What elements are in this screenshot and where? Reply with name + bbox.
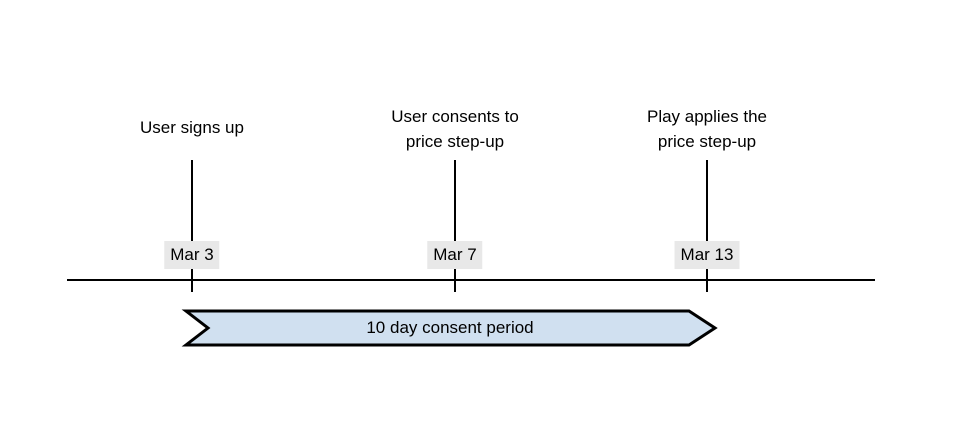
event-label-user-signs-up: User signs up [140,118,244,137]
date-chip-mar-7: Mar 7 [427,241,483,269]
event-label-user-consents-line2: price step-up [405,132,505,151]
event-label-play-applies-line1: Play applies the [646,107,768,126]
consent-period-band-label: 10 day consent period [366,318,534,337]
date-chip-mar-3: Mar 3 [164,241,220,269]
consent-period-band-shape [181,309,718,347]
event-label-play-applies-line2: price step-up [657,132,757,151]
date-chip-mar-13: Mar 13 [674,241,740,269]
event-label-user-consents-line1: User consents to [391,107,519,126]
